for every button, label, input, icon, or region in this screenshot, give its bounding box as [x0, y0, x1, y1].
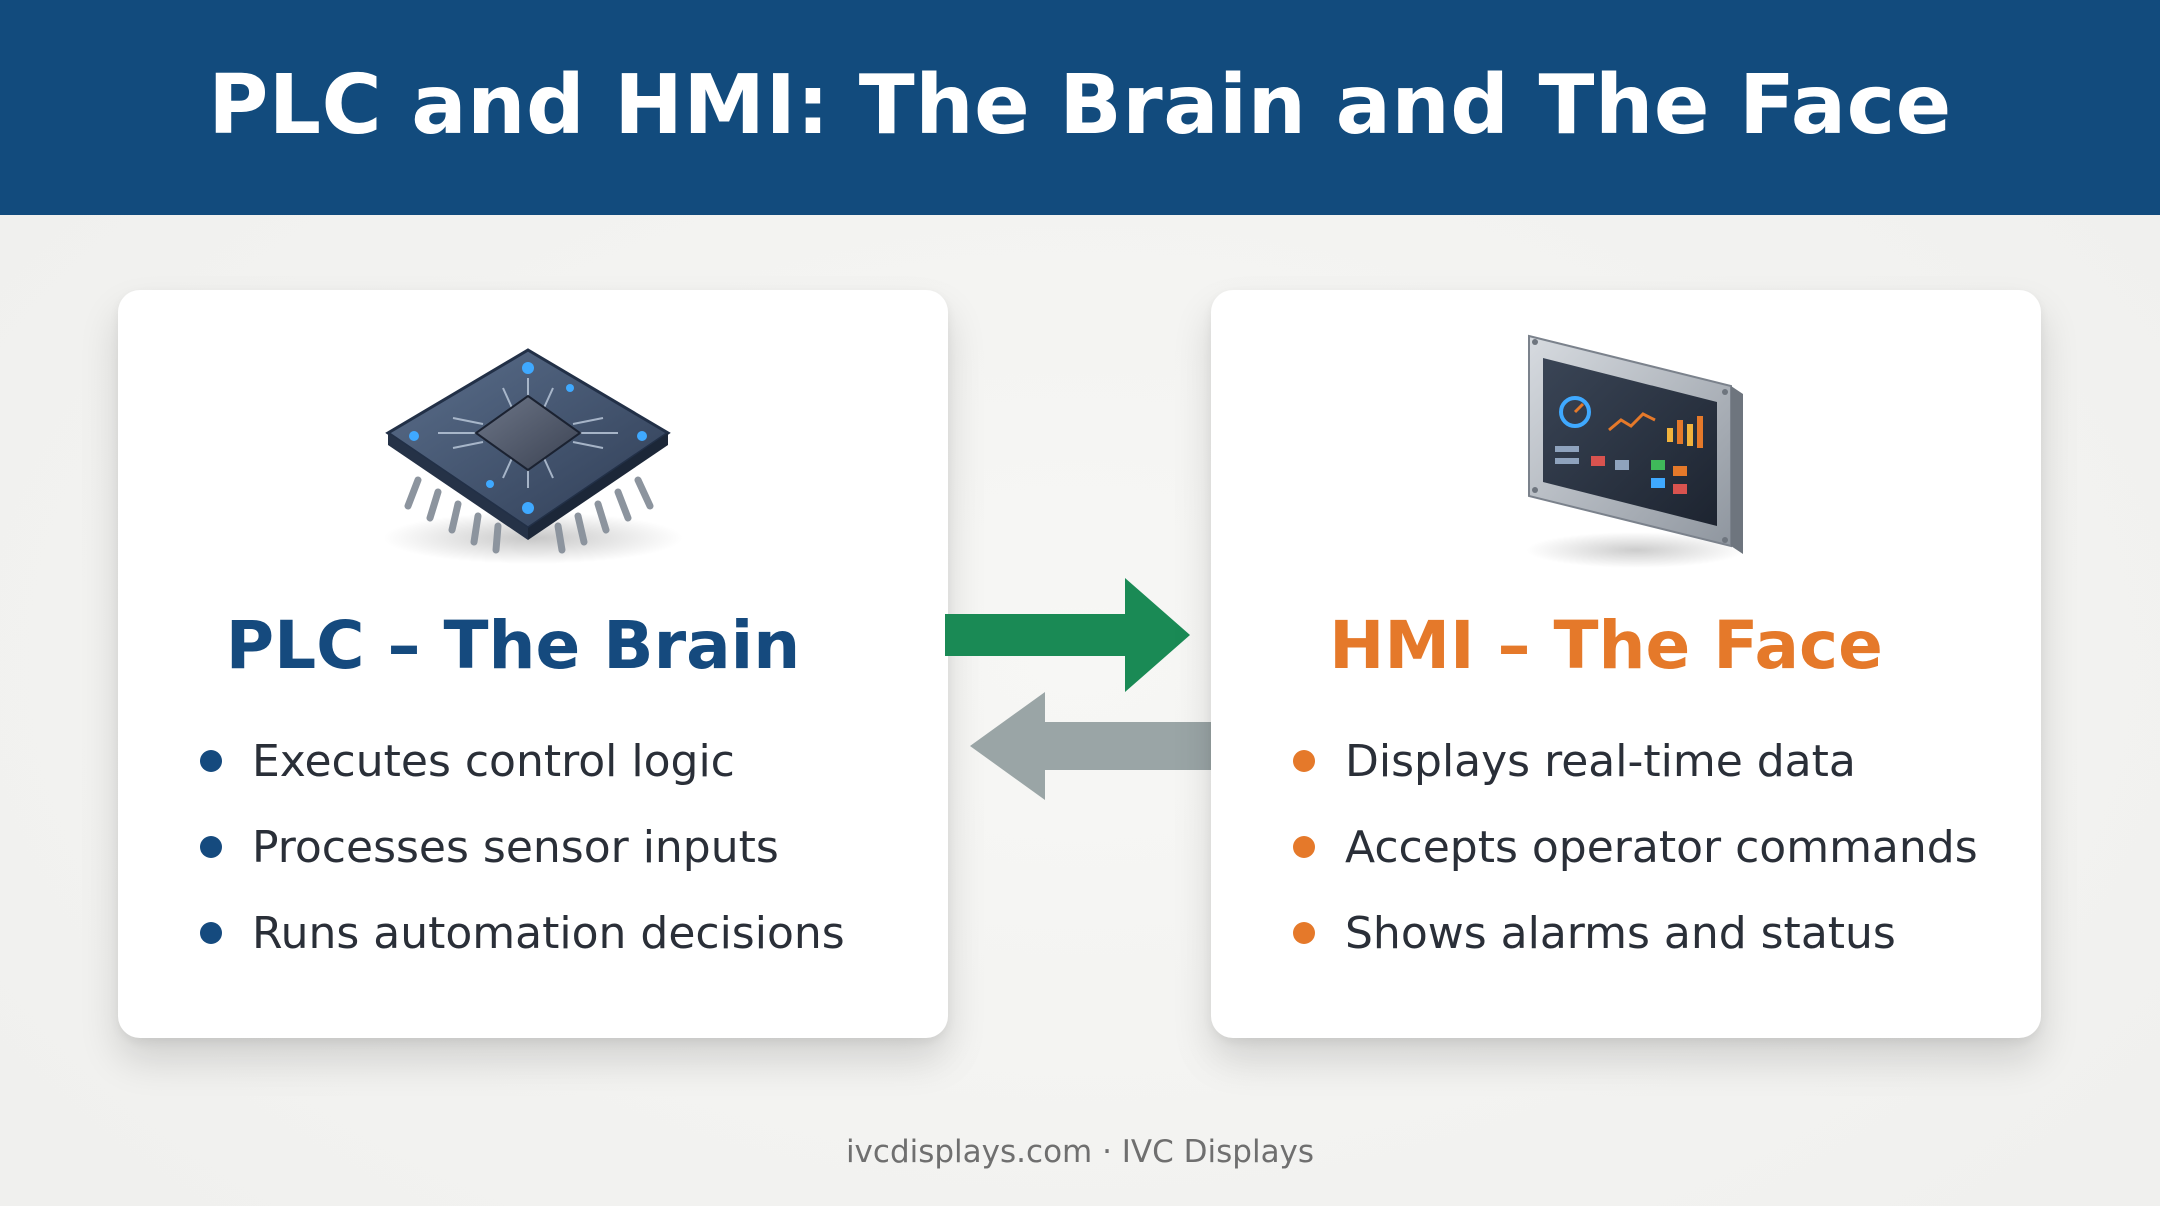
header-banner: PLC and HMI: The Brain and The Face — [0, 0, 2160, 215]
footer-credit: ivcdisplays.com · IVC Displays — [845, 1134, 1315, 1170]
list-item: Shows alarms and status — [1293, 890, 1978, 976]
bullet-text: Executes control logic — [252, 735, 735, 787]
bullet-text: Processes sensor inputs — [252, 821, 779, 873]
bullet-dot-icon — [1293, 922, 1315, 944]
hmi-card: HMI – The Face Displays real-time data A… — [1211, 290, 2041, 1038]
bullet-text: Accepts operator commands — [1345, 821, 1978, 873]
touchscreen-panel-icon — [1526, 334, 1746, 568]
page-title: PLC and HMI: The Brain and The Face — [208, 58, 1952, 153]
bullet-dot-icon — [200, 750, 222, 772]
hmi-bullet-list: Displays real-time data Accepts operator… — [1293, 718, 1978, 976]
arrow-to-hmi-icon — [945, 578, 1190, 692]
list-item: Accepts operator commands — [1293, 804, 1978, 890]
list-item: Runs automation decisions — [200, 890, 845, 976]
bullet-dot-icon — [1293, 750, 1315, 772]
plc-heading: PLC – The Brain — [225, 607, 801, 684]
list-item: Executes control logic — [200, 718, 845, 804]
plc-bullet-list: Executes control logic Processes sensor … — [200, 718, 845, 976]
arrow-to-plc-icon — [970, 692, 1211, 800]
bullet-text: Shows alarms and status — [1345, 907, 1896, 959]
hmi-heading: HMI – The Face — [1329, 607, 1883, 684]
bullet-dot-icon — [200, 836, 222, 858]
plc-card: PLC – The Brain Executes control logic P… — [118, 290, 948, 1038]
microchip-icon — [383, 348, 683, 564]
bidirectional-arrows — [945, 578, 1211, 800]
list-item: Displays real-time data — [1293, 718, 1978, 804]
bullet-text: Displays real-time data — [1345, 735, 1856, 787]
bullet-dot-icon — [1293, 836, 1315, 858]
list-item: Processes sensor inputs — [200, 804, 845, 890]
bullet-dot-icon — [200, 922, 222, 944]
bullet-text: Runs automation decisions — [252, 907, 845, 959]
